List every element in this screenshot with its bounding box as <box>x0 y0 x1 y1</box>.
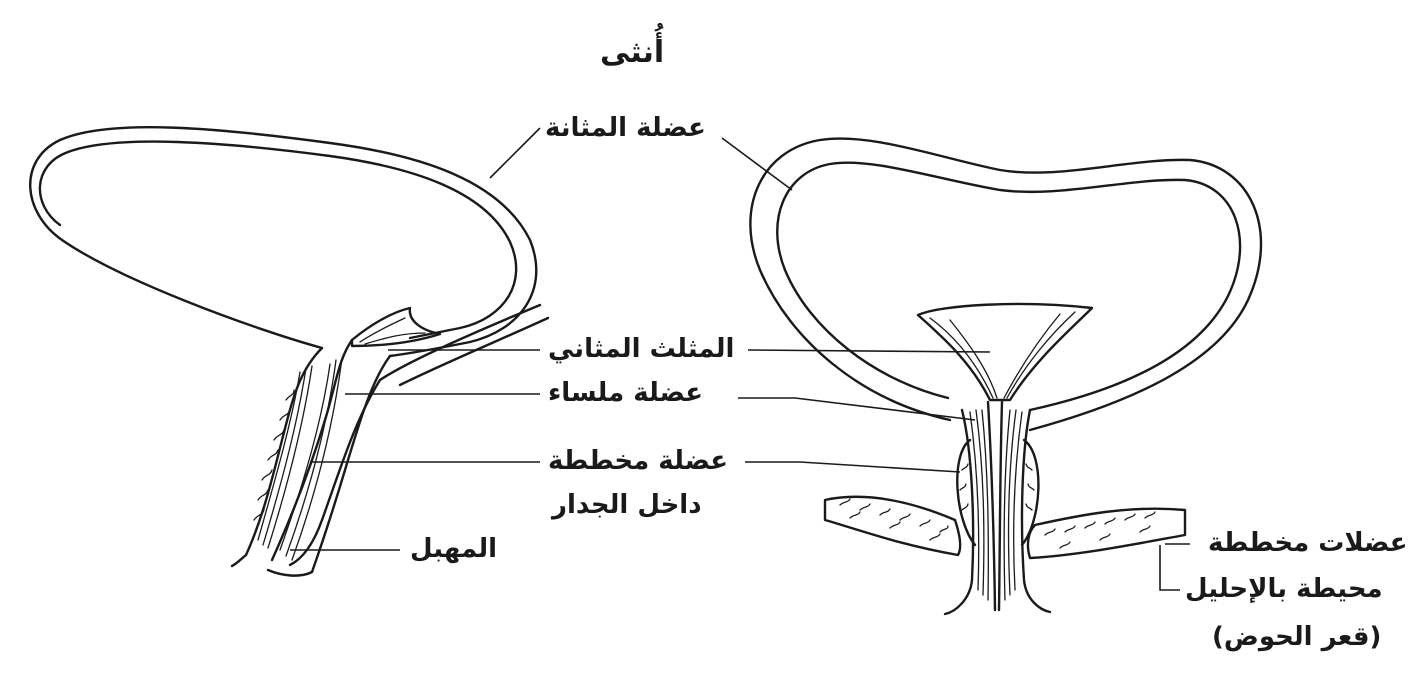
right-trigone <box>916 302 1094 402</box>
left-bladder-outer-wall <box>29 126 538 358</box>
label-striated-muscle-2: داخل الجدار <box>552 490 702 520</box>
label-pelvic-floor-1: عضلات مخططة <box>1208 528 1408 558</box>
left-sagittal-view <box>29 126 550 577</box>
right-pelvic-floor-left <box>823 495 962 557</box>
label-striated-muscle-1: عضلة مخططة <box>548 446 729 476</box>
left-vagina-wall <box>266 354 392 577</box>
right-pelvic-floor-right <box>1026 507 1187 560</box>
diagram-title: أُنثى <box>600 35 665 70</box>
label-bladder-muscle: عضلة المثانة <box>545 113 706 143</box>
left-vagina-outer <box>288 303 542 567</box>
label-smooth-muscle: عضلة ملساء <box>548 378 704 408</box>
left-trigone-flap <box>350 306 442 348</box>
label-trigone: المثلث المثاني <box>548 334 735 364</box>
leader-lines <box>290 127 1190 591</box>
label-pelvic-floor-2: محيطة بالإحليل <box>1185 574 1383 604</box>
right-frontal-view <box>749 137 1263 616</box>
left-urethra-front <box>244 346 324 557</box>
label-vagina: المهبل <box>410 534 498 564</box>
right-urethra-right <box>1020 408 1052 614</box>
label-pelvic-floor-3: (قعر الحوض) <box>1212 622 1382 652</box>
right-bladder-inner-wall <box>776 161 1242 412</box>
right-striated-sphincter <box>956 438 1040 547</box>
right-bladder-outer-wall <box>749 137 1263 432</box>
left-bladder-inner-wall <box>38 140 518 340</box>
